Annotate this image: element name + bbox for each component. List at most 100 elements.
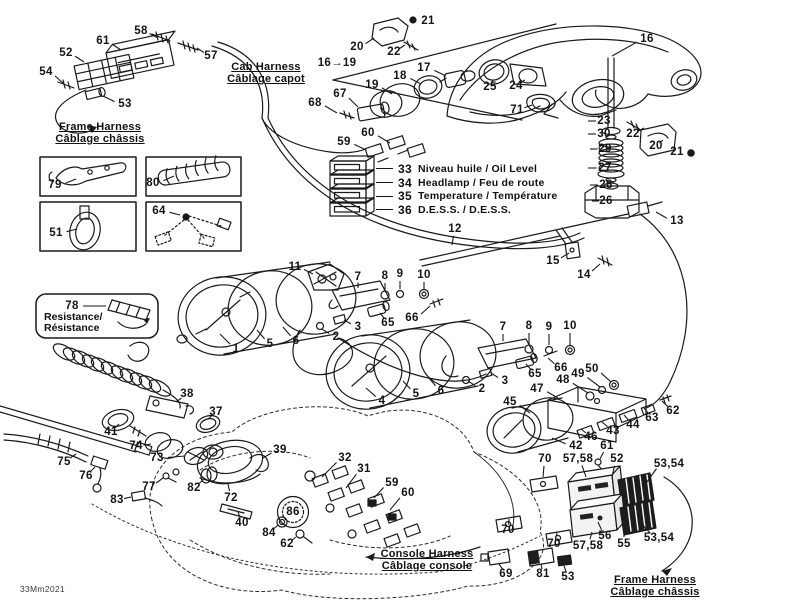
legend-text: Temperature / Température	[417, 190, 558, 202]
leader-line	[90, 466, 96, 472]
callout-51: 51	[49, 227, 63, 239]
leader-line	[546, 391, 559, 399]
callout-57: 57	[204, 50, 218, 62]
legend-row-oil-level: 33 Niveau huile / Oil Level	[376, 162, 538, 176]
switch-cluster	[196, 439, 421, 548]
legend-dash	[376, 195, 393, 197]
callout-8-2: 8	[525, 320, 533, 332]
leader-line	[69, 453, 77, 459]
callout-21-2: 21	[670, 146, 684, 158]
leader-line	[365, 387, 377, 397]
callout-2: 2	[332, 331, 340, 343]
callout-3-2: 3	[501, 375, 509, 387]
callout-32: 32	[338, 452, 352, 464]
callout-31: 31	[357, 463, 371, 475]
leader-line	[554, 532, 558, 539]
label-line: Resistance/	[44, 311, 103, 323]
callout-70-2: 70	[501, 524, 515, 536]
legend-row-headlamp: 34 Headlamp / Feu de route	[376, 175, 545, 190]
callout-38: 38	[180, 388, 194, 400]
callout-9: 9	[396, 268, 404, 280]
leader-line	[589, 531, 593, 540]
callout-57-58-2: 57,58	[572, 540, 604, 552]
left-cables	[0, 405, 218, 507]
leader-line	[155, 477, 164, 484]
callout-11: 11	[288, 261, 302, 273]
callout-45: 45	[503, 396, 517, 408]
label-line: Résistance	[44, 321, 100, 334]
callout-55: 55	[617, 538, 631, 550]
tether-cord	[52, 341, 221, 466]
callout-7: 7	[354, 271, 362, 283]
callout-14: 14	[577, 269, 591, 281]
callout-62-2: 62	[280, 538, 294, 550]
callout-79: 79	[48, 179, 62, 191]
leader-line	[273, 524, 279, 530]
legend-text: D.E.S.S. / D.E.S.S.	[417, 203, 512, 216]
callout-23: 23	[597, 115, 611, 127]
callout-47: 47	[530, 383, 544, 395]
callout-67: 67	[333, 88, 347, 100]
legend-text: Niveau huile / Oil Level	[417, 162, 538, 175]
callout-24: 24	[509, 80, 523, 92]
callout-73: 73	[150, 452, 164, 464]
leader-line	[451, 235, 455, 246]
callout-68: 68	[308, 97, 322, 109]
callout-15: 15	[546, 255, 560, 267]
callout-61: 61	[96, 35, 110, 47]
leader-line	[163, 175, 175, 182]
leader-line	[519, 404, 531, 414]
callout-53-54-2: 53,54	[643, 532, 675, 544]
label-line: Câblage capot	[227, 73, 305, 85]
callout-10: 10	[417, 269, 431, 281]
legend-dash	[376, 209, 393, 210]
callout-6: 6	[292, 335, 300, 347]
leader-line	[540, 563, 543, 570]
callout-2-2: 2	[478, 383, 486, 395]
leader-line	[399, 44, 406, 49]
leader-line	[572, 382, 589, 394]
callout-42: 42	[569, 440, 583, 452]
leader-line	[542, 465, 545, 478]
callout-59: 59	[337, 136, 351, 148]
leader-line	[580, 428, 587, 434]
callout-80: 80	[146, 177, 160, 189]
leader-line	[262, 452, 272, 459]
label-resistance: Resistance/ Résistance	[44, 312, 102, 333]
legend-dash	[376, 168, 393, 169]
spring-column	[584, 57, 640, 219]
label-cab-harness: Cab Harness Câblage capot	[227, 62, 305, 86]
leader-line	[560, 252, 570, 259]
leader-line	[420, 305, 431, 315]
leader-line	[198, 479, 204, 485]
label-line: Câblage châssis	[55, 133, 145, 145]
leader-line	[611, 41, 638, 57]
leader-line	[600, 372, 612, 383]
leader-line	[321, 328, 330, 334]
callout-72: 72	[224, 492, 238, 504]
callout-70-3: 70	[547, 538, 561, 550]
callout-16: 16	[640, 33, 654, 45]
legend-number: 34	[398, 175, 412, 190]
callout-82: 82	[187, 482, 201, 494]
callout-69: 69	[499, 568, 513, 580]
leader-line	[377, 135, 391, 144]
leader-line	[525, 363, 531, 370]
leader-line	[167, 455, 186, 459]
leader-line	[389, 497, 401, 511]
callout-53-2: 53	[561, 571, 575, 583]
callout-60-2: 60	[401, 487, 415, 499]
callout-75: 75	[57, 456, 71, 468]
leader-line	[434, 69, 447, 77]
callout-70: 70	[538, 453, 552, 465]
callout-48: 48	[556, 374, 570, 386]
callout-83: 83	[110, 494, 124, 506]
legend-number: 36	[398, 202, 412, 217]
bulb-parts	[332, 23, 557, 122]
leader-line	[343, 319, 352, 325]
callout-81: 81	[536, 568, 550, 580]
callout-9-2: 9	[545, 321, 553, 333]
leader-line	[410, 78, 422, 85]
